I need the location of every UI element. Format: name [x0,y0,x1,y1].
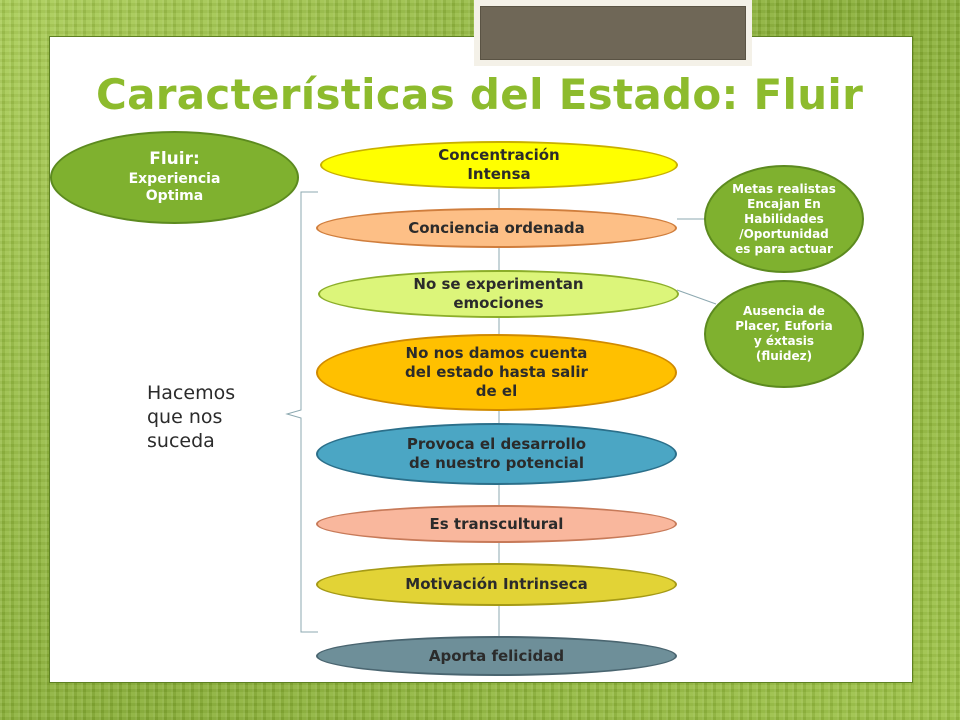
fluir-oval: Fluir: Experiencia Optima [50,131,299,224]
oval-text: emociones [453,294,544,312]
side-text: (fluidez) [755,349,813,363]
oval-aporta-felicidad: Aporta felicidad [316,636,677,676]
hacemos-line: que nos [147,405,223,428]
hacemos-line: Hacemos [147,382,236,404]
oval-provoca-desarrollo: Provoca el desarrollo de nuestro potenci… [316,423,677,485]
side-text: Placer, Euforia [735,319,833,333]
side-text: Ausencia de [743,304,825,318]
connector-ausencia [676,289,717,305]
oval-emociones: No se experimentan emociones [318,270,679,318]
oval-conciencia: Conciencia ordenada [316,208,677,248]
fluir-line1: Experiencia [128,170,221,187]
oval-text: No nos damos cuenta [405,344,588,363]
fluir-heading: Fluir: [149,149,200,170]
side-text: es para actuar [735,241,833,256]
oval-text: Motivación Intrinseca [405,575,588,594]
side-text: Habilidades [744,211,824,226]
oval-text: Conciencia ordenada [408,218,585,237]
oval-text: Aporta felicidad [428,646,565,665]
oval-motivacion: Motivación Intrinseca [316,563,677,606]
oval-text: No se experimentan [413,275,584,294]
oval-transcultural: Es transcultural [316,505,677,543]
side-text: Encajan En [747,196,821,211]
slide-title: Características del Estado: Fluir [96,70,864,119]
oval-concentracion: Concentración Intensa [320,141,678,189]
hacemos-text: Hacemos que nos suceda [147,382,277,453]
oval-text: Es transcultural [429,514,564,533]
header-tab [474,0,752,66]
oval-text: Intensa [467,165,531,183]
oval-text: de el [475,381,518,400]
fluir-line2: Optima [145,188,204,205]
oval-no-nos-damos-cuenta: No nos damos cuenta del estado hasta sal… [316,334,677,411]
oval-ausencia-placer: Ausencia de Placer, Euforia y éxtasis (f… [704,280,864,388]
header-tab-inner [480,6,746,60]
left-brace [285,191,318,633]
side-text: Metas realistas [732,181,836,196]
oval-text: Concentración [438,146,560,165]
side-text: y éxtasis [753,334,815,348]
oval-metas-realistas: Metas realistas Encajan En Habilidades /… [704,165,864,273]
oval-text: del estado hasta salir [405,363,588,382]
hacemos-line: suceda [147,429,215,452]
oval-text: de nuestro potencial [408,454,585,472]
side-text: /Oportunidad [739,226,829,241]
oval-text: Provoca el desarrollo [406,435,587,454]
